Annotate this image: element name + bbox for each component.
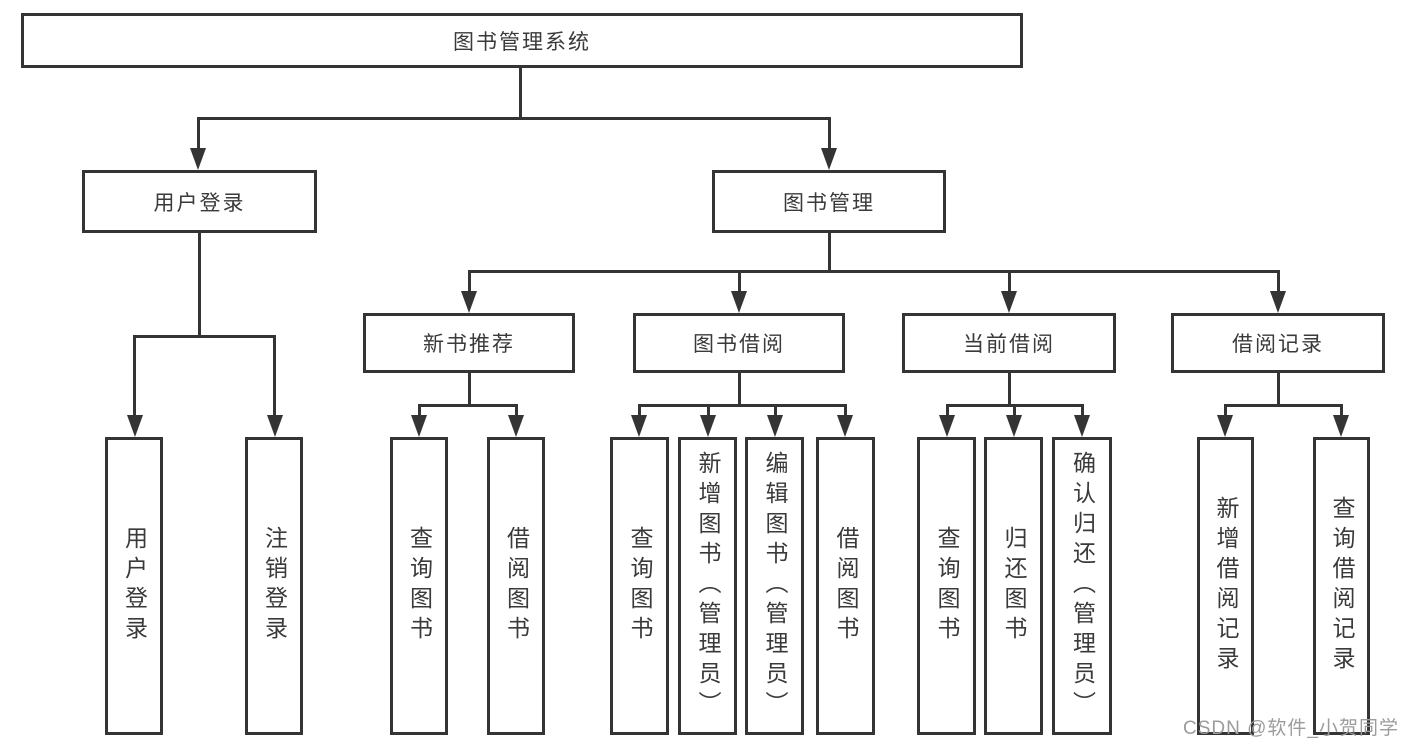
connector-vline [844,404,847,417]
node-new-book-recommend-label: 新书推荐 [423,333,515,356]
connector-hline [418,404,518,407]
connector-vline [738,373,741,407]
connector-hline [1224,404,1343,407]
connector-vline [1224,404,1227,417]
node-borrowing-records: 借阅记录 [1171,313,1385,373]
arrowhead-icon [508,415,524,437]
node-leaf-query-borrow-record: 查询借阅记录 [1313,437,1370,735]
arrowhead-icon [821,148,837,170]
connector-vline [1277,270,1280,293]
arrowhead-icon [1006,415,1022,437]
connector-vline [638,404,641,417]
connector-vline [1277,373,1280,407]
node-book-borrowing-label: 图书借阅 [693,333,785,356]
node-user-login: 用户登录 [82,170,317,233]
node-leaf-add-books-admin: 新增图书（管理员） [678,437,737,735]
node-user-login-label: 用户登录 [153,191,246,215]
node-new-book-recommend: 新书推荐 [363,313,575,373]
connector-vline [418,404,421,417]
node-library-management-system-label: 图书管理系统 [453,30,591,54]
node-leaf-query-books-1-label: 查询图书 [406,526,433,646]
node-book-borrowing: 图书借阅 [633,313,845,373]
node-leaf-borrow-books-2: 借阅图书 [816,437,875,735]
node-leaf-query-borrow-record-label: 查询借阅记录 [1329,496,1355,676]
connector-vline [133,335,136,419]
arrowhead-icon [1217,415,1233,437]
node-leaf-logout-label: 注销登录 [261,526,288,646]
node-leaf-edit-books-admin: 编辑图书（管理员） [745,437,804,735]
connector-vline [738,270,741,293]
arrowhead-icon [1270,291,1286,313]
arrowhead-icon [767,415,783,437]
connector-vline [828,233,831,272]
connector-vline [468,373,471,407]
node-leaf-borrow-books-1: 借阅图书 [487,437,545,735]
arrowhead-icon [837,415,853,437]
arrowhead-icon [939,415,955,437]
connector-vline [519,68,522,118]
arrowhead-icon [267,415,283,437]
node-leaf-query-books-1: 查询图书 [390,437,448,735]
node-current-borrowing: 当前借阅 [902,313,1116,373]
node-leaf-user-login-label: 用户登录 [121,526,148,646]
node-leaf-add-borrow-record: 新增借阅记录 [1197,437,1254,735]
connector-vline [774,404,777,417]
watermark-text: CSDN @软件_小贺同学 [1183,718,1399,739]
node-leaf-return-books-label: 归还图书 [1001,526,1027,646]
node-leaf-add-books-admin-label: 新增图书（管理员） [695,451,721,721]
connector-vline [828,117,831,150]
connector-vline [1008,373,1011,407]
connector-vline [1081,404,1084,417]
arrowhead-icon [1074,415,1090,437]
arrowhead-icon [731,291,747,313]
connector-hline [197,117,831,120]
node-leaf-query-books-2-label: 查询图书 [627,526,653,646]
node-borrowing-records-label: 借阅记录 [1232,333,1324,356]
node-leaf-user-login: 用户登录 [105,437,163,735]
node-leaf-confirm-return-admin-label: 确认归还（管理员） [1069,451,1096,721]
connector-hline [468,270,1280,273]
node-leaf-query-books-3-label: 查询图书 [934,526,960,646]
arrowhead-icon [631,415,647,437]
connector-hline [638,404,847,407]
connector-vline [198,233,201,337]
connector-vline [515,404,518,417]
node-leaf-return-books: 归还图书 [984,437,1043,735]
node-book-management-label: 图书管理 [783,191,875,215]
connector-vline [946,404,949,417]
node-library-management-system: 图书管理系统 [21,13,1023,68]
connector-vline [468,270,471,293]
node-leaf-add-borrow-record-label: 新增借阅记录 [1213,496,1239,676]
connector-vline [273,335,276,419]
node-leaf-confirm-return-admin: 确认归还（管理员） [1052,437,1112,735]
arrowhead-icon [411,415,427,437]
connector-vline [1013,404,1016,417]
arrowhead-icon [461,291,477,313]
connector-vline [1008,270,1011,293]
connector-vline [197,117,200,150]
arrowhead-icon [127,415,143,437]
node-leaf-edit-books-admin-label: 编辑图书（管理员） [762,451,788,721]
node-leaf-borrow-books-1-label: 借阅图书 [503,526,530,646]
arrowhead-icon [1001,291,1017,313]
node-leaf-query-books-3: 查询图书 [917,437,976,735]
connector-vline [1340,404,1343,417]
connector-hline [133,335,276,338]
node-leaf-borrow-books-2-label: 借阅图书 [833,526,859,646]
node-book-management: 图书管理 [712,170,946,233]
node-leaf-logout: 注销登录 [245,437,303,735]
node-leaf-query-books-2: 查询图书 [610,437,669,735]
arrowhead-icon [700,415,716,437]
connector-vline [707,404,710,417]
arrowhead-icon [1333,415,1349,437]
node-current-borrowing-label: 当前借阅 [963,333,1055,356]
arrowhead-icon [190,148,206,170]
